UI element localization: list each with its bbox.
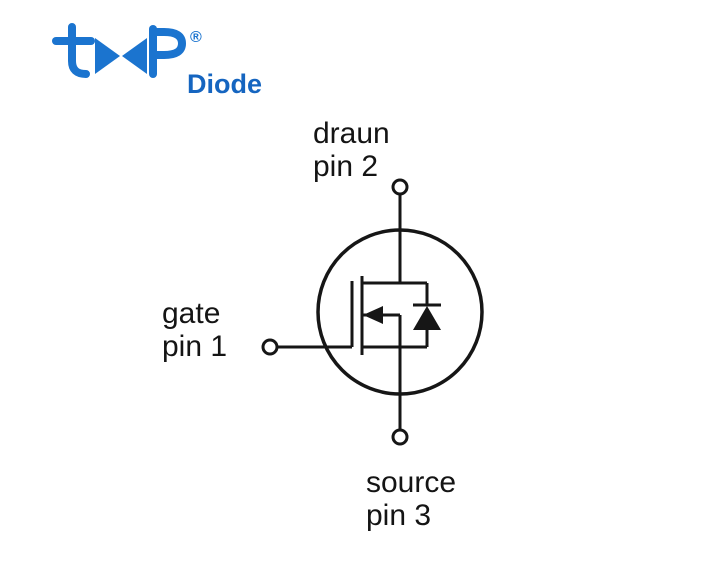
logo-letter-p-bowl bbox=[149, 28, 186, 59]
drain-terminal-node bbox=[391, 178, 409, 196]
gate-terminal-node bbox=[261, 338, 279, 356]
mosfet-symbol bbox=[261, 178, 484, 446]
diode-triangle-icon bbox=[413, 306, 441, 330]
gate-pin-name-label: gate bbox=[162, 297, 220, 330]
drain-pin-name-label: draun bbox=[313, 117, 390, 150]
source-pin-number-label: pin 3 bbox=[366, 499, 431, 532]
registered-trademark-icon: ® bbox=[190, 29, 202, 46]
brand-logo: ® Diode bbox=[52, 23, 262, 99]
logo-triangle-right-icon bbox=[122, 38, 147, 74]
gate-pin-number-label: pin 1 bbox=[162, 330, 227, 363]
logo-triangle-left-icon bbox=[95, 38, 120, 74]
drain-pin-number-label: pin 2 bbox=[313, 150, 378, 183]
n-channel-arrow-icon bbox=[363, 306, 383, 324]
pin-labels: draun pin 2 gate pin 1 source pin 3 bbox=[162, 117, 456, 532]
source-terminal-node bbox=[391, 428, 409, 446]
brand-name: Diode bbox=[187, 69, 262, 99]
source-pin-name-label: source bbox=[366, 466, 456, 499]
logo-letter-t-stem bbox=[68, 23, 90, 78]
